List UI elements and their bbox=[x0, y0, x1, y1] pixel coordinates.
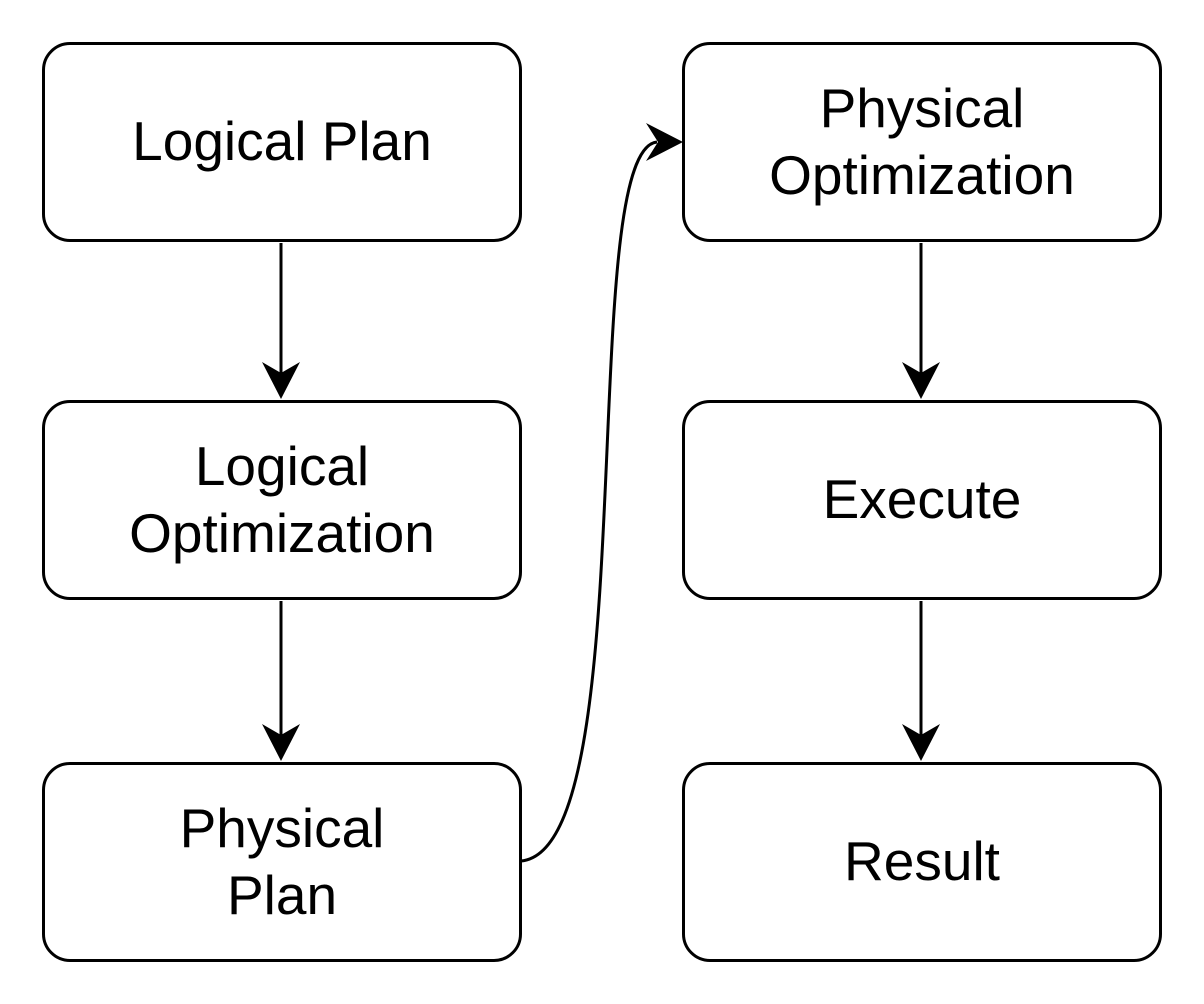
node-physical-plan: Physical Plan bbox=[42, 762, 522, 962]
arrowhead-logical-plan-to-logical-optimization-icon bbox=[262, 362, 300, 399]
node-logical-plan: Logical Plan bbox=[42, 42, 522, 242]
arrowhead-logical-optimization-to-physical-plan-icon bbox=[262, 724, 300, 761]
node-logical-plan-label: Logical Plan bbox=[132, 110, 432, 173]
node-execute: Execute bbox=[682, 400, 1162, 600]
arrowhead-physical-optimization-to-execute-icon bbox=[902, 362, 940, 399]
node-physical-optimization: Physical Optimization bbox=[682, 42, 1162, 242]
node-logical-optimization-label: Logical Optimization bbox=[129, 434, 435, 564]
node-result-label: Result bbox=[844, 830, 1000, 893]
arrowhead-execute-to-result-icon bbox=[902, 724, 940, 761]
edge-physical-plan-to-physical-optimization bbox=[520, 140, 658, 863]
node-physical-plan-label: Physical Plan bbox=[179, 796, 385, 926]
arrowhead-physical-plan-to-physical-optimization-icon bbox=[646, 123, 683, 161]
node-result: Result bbox=[682, 762, 1162, 962]
node-physical-optimization-label: Physical Optimization bbox=[769, 76, 1075, 206]
node-execute-label: Execute bbox=[822, 468, 1022, 531]
node-logical-optimization: Logical Optimization bbox=[42, 400, 522, 600]
